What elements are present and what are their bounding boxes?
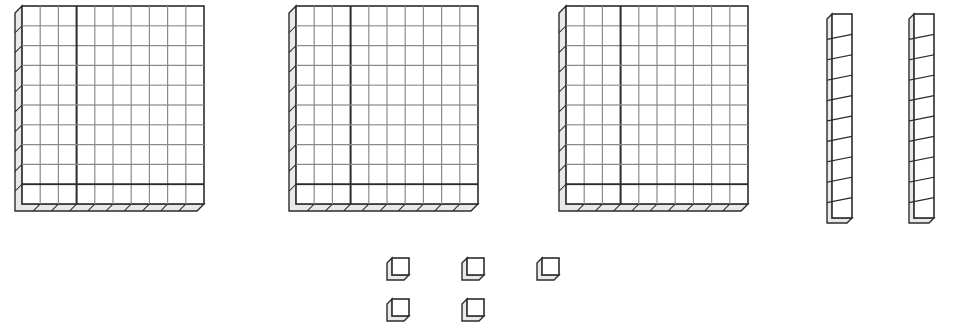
cube-face bbox=[467, 258, 484, 275]
tens-rods-group bbox=[827, 14, 934, 223]
hundred-flat bbox=[289, 6, 478, 211]
one-cube bbox=[537, 258, 559, 280]
one-cube bbox=[462, 299, 484, 321]
cube-face bbox=[467, 299, 484, 316]
cube-face bbox=[392, 258, 409, 275]
hundred-flat bbox=[15, 6, 204, 211]
cube-face bbox=[542, 258, 559, 275]
hundred-flat bbox=[559, 6, 748, 211]
one-cube bbox=[462, 258, 484, 280]
one-cube bbox=[387, 299, 409, 321]
ten-rod bbox=[909, 14, 934, 223]
cube-face bbox=[392, 299, 409, 316]
one-cube bbox=[387, 258, 409, 280]
ten-rod bbox=[827, 14, 852, 223]
ones-cubes-group bbox=[387, 258, 559, 321]
hundreds-flats-group bbox=[15, 6, 748, 211]
